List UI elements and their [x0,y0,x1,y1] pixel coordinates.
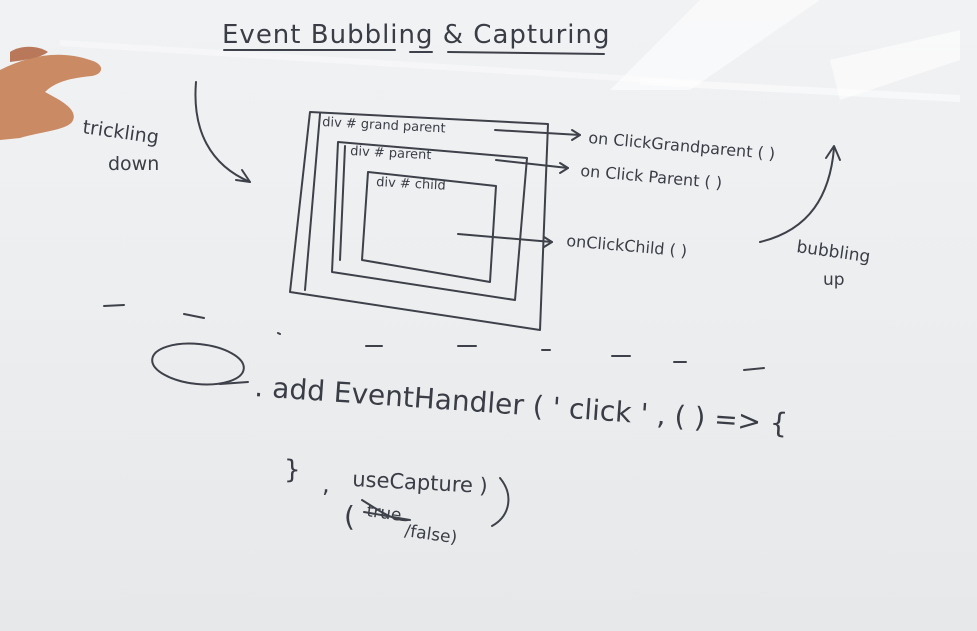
bubbling-arrowhead [825,145,841,161]
grandparent-handler: on ClickGrandparent ( ) [588,128,776,163]
grandparent-box-inner-stroke [304,113,321,291]
trickling-arrow [194,81,251,183]
use-capture-label: useCapture ) [352,467,489,498]
grandparent-connector [494,129,581,136]
parent-connector [495,159,569,169]
trickling-arrowhead [235,169,251,183]
grandparent-label: div # grand parent [322,115,446,136]
child-box [361,171,497,283]
grandparent-connector-head [571,129,581,141]
up-label: up [823,270,845,290]
strike-through [361,499,411,522]
code-comma: , [322,470,330,498]
option-false-label: /false) [403,521,458,548]
use-capture-paren-close [491,477,510,527]
grandparent-box [289,111,549,331]
child-connector [457,233,553,243]
down-label: down [108,153,159,175]
child-label: div # child [376,175,446,194]
bubbling-arrow [759,147,835,243]
dashed-separator [103,304,765,371]
child-connector-head [543,236,553,248]
title-underline [223,49,605,55]
board-title: Event Bubbling & Capturing [222,20,610,50]
child-handler: onClickChild ( ) [566,231,688,260]
light-reflection [60,0,960,102]
code-close-brace: } [284,455,301,485]
presenter-hand [0,46,102,140]
bubbling-label: bubbling [795,237,871,267]
parent-box [331,141,528,301]
parent-label: div # parent [350,144,432,163]
ellipse-tail [219,381,249,385]
element-placeholder-ellipse [151,342,245,386]
parent-connector-head [559,162,569,174]
code-add-event-handler: . add EventHandler ( ' click ' , ( ) => … [254,370,789,440]
options-open-paren: ( [344,500,355,533]
trickling-label: trickling [81,116,160,148]
parent-box-inner-stroke [339,145,346,261]
parent-handler: on Click Parent ( ) [580,161,723,192]
